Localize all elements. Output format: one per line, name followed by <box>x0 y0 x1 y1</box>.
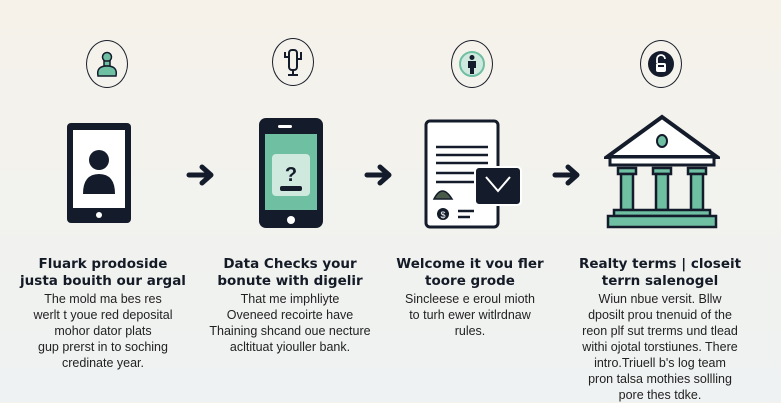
person-icon <box>451 40 493 88</box>
tablet-profile-icon <box>67 123 131 223</box>
title-line: Realty terms | closeit <box>578 256 742 272</box>
body-line: pron talsa mothies sollling <box>588 372 732 386</box>
arrow-right-icon <box>552 164 580 186</box>
body-line: gup prerst in to soching <box>38 340 168 354</box>
body-line: intro.Triuell b's log team <box>594 356 726 370</box>
body-line: acltituat yiouller bank. <box>229 340 351 354</box>
title-line: Welcome it vou fler <box>396 256 544 272</box>
bank-building-icon <box>604 114 720 229</box>
body-line: werlt t youe red deposital <box>33 308 173 322</box>
step-body: The mold ma bes res werlt t youe red depo… <box>8 291 198 371</box>
title-line: justa bouith our argal <box>20 273 186 289</box>
phone-question-icon: ? <box>259 118 323 228</box>
body-line: reon plf sut trerms und tlead <box>582 324 738 338</box>
body-line: to turh ewer witlrdnaw <box>409 308 531 322</box>
lock-icon <box>640 40 682 88</box>
svg-text:?: ? <box>285 164 297 186</box>
body-line: pore thes tdke. <box>618 388 702 402</box>
body-line: Oveneed recoirte have <box>226 308 354 322</box>
body-line: dposilt prou tnenuid of the <box>588 308 732 322</box>
title-line: toore grode <box>425 273 515 289</box>
arrow-right-icon <box>186 164 214 186</box>
step-body: Wiun nbue versit. Bllw dposilt prou tnenu… <box>565 291 755 403</box>
body-line: credinate year. <box>62 356 144 370</box>
cactus-icon <box>272 38 314 86</box>
body-line: mohor dator plats <box>54 324 152 338</box>
body-line: Thaining shcand oue necture <box>209 324 371 338</box>
body-line: That me imphliyte <box>240 292 340 306</box>
body-line: Wiun nbue versit. Bllw <box>598 292 722 306</box>
body-line: rules. <box>454 324 486 338</box>
step-body: Sincleese e eroul mioth to turh ewer witl… <box>375 291 565 339</box>
user-badge-icon <box>86 40 128 88</box>
body-line: withi ojotal torstiunes. There <box>582 340 738 354</box>
title-line: bonute with digelir <box>217 273 363 289</box>
arrow-right-icon <box>364 164 392 186</box>
document-check-icon: $ <box>424 119 522 229</box>
body-line: Sincleese e eroul mioth <box>405 292 535 306</box>
svg-text:$: $ <box>440 210 445 220</box>
title-line: Fluark prodoside <box>38 256 168 272</box>
title-line: terrn salenogel <box>601 273 719 289</box>
title-line: Data Checks your <box>223 256 357 272</box>
body-line: The mold ma bes res <box>44 292 162 306</box>
